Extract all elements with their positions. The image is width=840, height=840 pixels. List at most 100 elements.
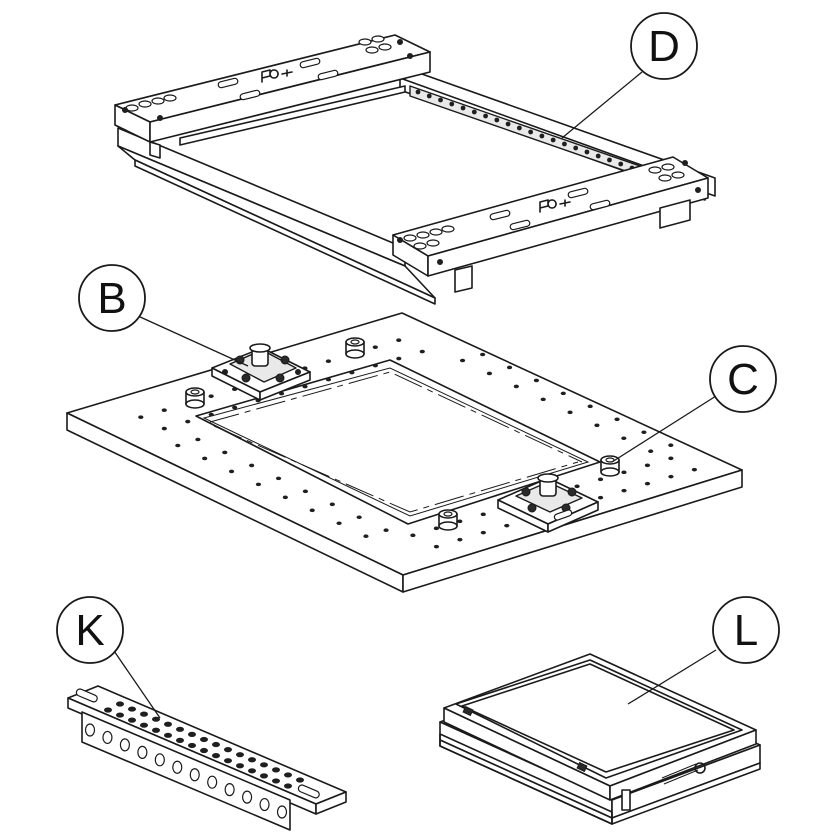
rail-hole (164, 721, 172, 727)
rail-hole (224, 758, 232, 764)
groove-hole (449, 101, 455, 107)
plate-hole (691, 467, 697, 472)
pin-rail-side-holes (84, 723, 288, 819)
plate-hole (419, 349, 425, 354)
plate-hole (597, 495, 604, 500)
groove-hole (438, 97, 443, 103)
groove-hole (550, 137, 556, 143)
plate-hole (457, 519, 463, 524)
callout-l-label: L (734, 606, 758, 655)
plate-hole (504, 523, 510, 528)
groove-hole (584, 149, 590, 155)
groove-hole (494, 117, 500, 123)
plate-hole (480, 512, 486, 517)
clamp-module-b (211, 343, 311, 401)
groove-hole (595, 153, 601, 159)
rail-hole (272, 767, 280, 773)
rail-side-hole (102, 730, 113, 745)
rail-hole (284, 783, 292, 789)
rail-side-hole (259, 797, 270, 812)
plate-hole (641, 430, 647, 435)
plate-hole (372, 363, 378, 368)
pin-bore (443, 511, 453, 517)
left-bar-holes (122, 35, 413, 121)
pin-rail-k (67, 685, 347, 831)
pin-bore (350, 339, 360, 345)
plate-hole (336, 521, 342, 526)
plate-hole (506, 365, 513, 370)
tray-label-icon (661, 762, 706, 785)
baseplate (66, 312, 743, 593)
plate-hole (480, 352, 486, 357)
plate-hole (325, 377, 332, 382)
callout-k-label: K (75, 606, 104, 655)
plate-hole (459, 358, 466, 363)
right-bar-holes (397, 160, 701, 265)
plate-hole (668, 456, 674, 461)
plate-hole (644, 463, 651, 468)
plate-hole (208, 412, 214, 417)
plate-hole (282, 495, 288, 500)
plate-hole (648, 449, 654, 454)
rail-hole (200, 747, 208, 754)
plate-hole (587, 404, 593, 409)
plate-hole (161, 408, 167, 413)
rail-side-hole (224, 783, 235, 797)
rail-hole (272, 778, 280, 784)
plate-hole (457, 537, 463, 542)
rail-hole (224, 747, 232, 753)
rail-hole (248, 757, 256, 763)
groove-hole (460, 105, 466, 111)
plate-hole (621, 436, 627, 441)
plate-hole (325, 359, 331, 364)
groove-hole (505, 121, 511, 127)
rail-side-hole (154, 753, 165, 767)
locator-pins (185, 337, 620, 531)
callout-c-label: C (727, 355, 759, 404)
rail-hole (188, 742, 196, 749)
plate-hole (185, 419, 191, 424)
plate-hole (567, 410, 573, 415)
groove-hole (573, 145, 579, 151)
pin-base (345, 349, 365, 359)
rail-hole (176, 737, 184, 744)
groove-hole (539, 133, 545, 139)
plate-hole (594, 423, 600, 428)
plate-hole (208, 394, 214, 399)
stacked-tray-l (439, 653, 761, 825)
plate-hole (614, 417, 620, 422)
plate-hole (372, 345, 378, 350)
callout-d: D (630, 12, 698, 80)
plate-hole (621, 470, 627, 475)
plate-hole (396, 338, 402, 343)
callout-k: K (56, 596, 124, 664)
callout-d-label: D (648, 22, 680, 71)
rail-side-hole (137, 745, 148, 759)
plate-hole (396, 356, 402, 361)
plate-hole (349, 370, 355, 375)
groove-hole (562, 141, 567, 147)
rail-side-hole (84, 723, 96, 737)
rail-hole (116, 701, 124, 707)
rail-hole (212, 741, 220, 748)
pin-base (185, 399, 205, 409)
rail-hole (248, 768, 256, 774)
plate-hole (175, 443, 181, 448)
groove-hole (618, 161, 624, 167)
plate-hole (161, 426, 167, 431)
rail-side-hole (276, 805, 288, 819)
rail-hole (260, 773, 268, 779)
plate-hole (249, 463, 255, 468)
plate-hole (621, 488, 627, 493)
pin-bore (190, 389, 200, 395)
plate-hole (356, 515, 362, 520)
rail-hole (140, 711, 148, 717)
plate-hole (597, 477, 604, 482)
plate-hole (410, 533, 416, 538)
plate-hole (668, 474, 674, 479)
plate-hole (668, 443, 674, 448)
rail-side-hole (207, 775, 218, 789)
plate-hole (309, 508, 315, 513)
plate-hole (228, 469, 235, 474)
